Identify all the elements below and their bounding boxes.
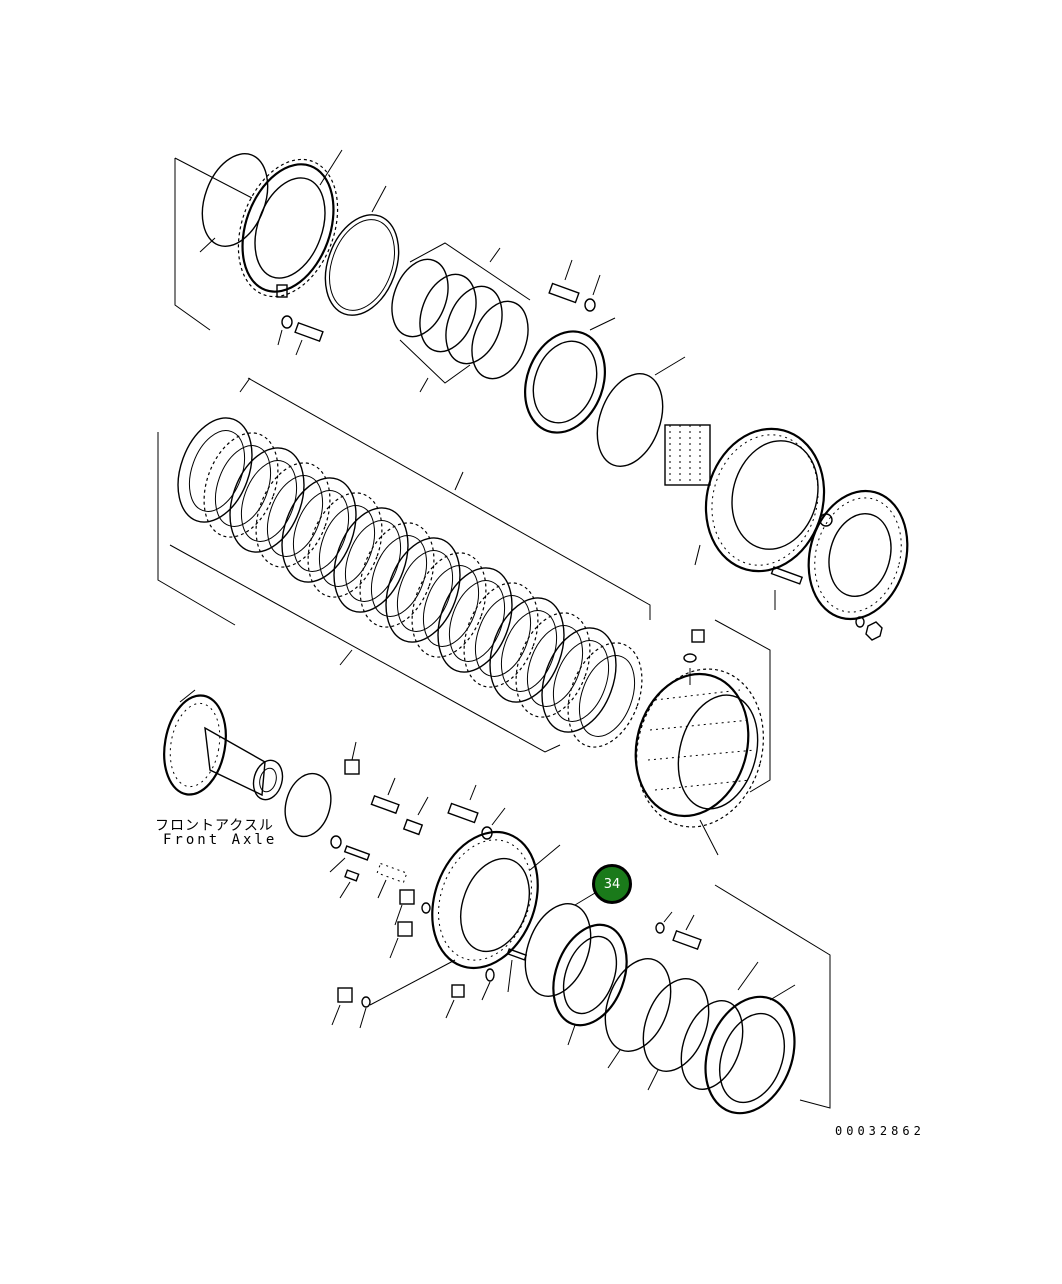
piston-part: [552, 923, 628, 1027]
splined-shaft-part: [664, 424, 711, 486]
bolt-part: [691, 629, 705, 643]
retainer-part: [524, 330, 606, 434]
seal-part: [471, 300, 529, 380]
clutch-disc-part: [437, 567, 513, 673]
o-ring-part: [330, 835, 342, 849]
top-assembly: [174, 149, 686, 467]
clutch-disc-bore: [552, 640, 610, 722]
clutch-disc-bore: [500, 610, 558, 692]
clutch-disc-bore: [396, 550, 454, 632]
seal-part: [419, 273, 477, 353]
clutch-disc-part: [333, 507, 409, 613]
clutch-disc-part: [307, 492, 383, 598]
brake-piston-group: [524, 884, 831, 1115]
clutch-disc-pack: [157, 377, 651, 753]
clutch-disc-bore: [422, 565, 480, 647]
bolt-part: [447, 802, 479, 824]
carrier-housing-part: [704, 427, 826, 573]
fitting-part: [344, 759, 360, 775]
clutch-disc-bore: [448, 580, 506, 662]
washer-part: [584, 298, 596, 312]
o-ring-part: [421, 902, 431, 914]
seal-part: [445, 285, 503, 365]
o-ring-part: [680, 1000, 744, 1090]
fitting-part: [402, 818, 424, 836]
drawing-number: 00032862: [835, 1124, 925, 1138]
brake-cover-part: [704, 995, 796, 1115]
clutch-disc-bore: [188, 430, 246, 512]
clutch-disc-bore: [526, 625, 584, 707]
clutch-disc-bore: [266, 475, 324, 557]
part-callout-34[interactable]: 34: [592, 864, 632, 904]
o-ring-part: [485, 968, 495, 982]
bolt-part: [294, 321, 324, 343]
ring-gear-assembly: [634, 629, 764, 856]
clutch-disc-part: [541, 627, 617, 733]
clutch-disc-part: [489, 597, 565, 703]
clutch-disc-bore: [292, 490, 350, 572]
o-ring-part: [596, 373, 664, 467]
clutch-disc-bore: [474, 595, 532, 677]
pin-part: [770, 566, 804, 585]
clutch-disc-bore: [318, 505, 376, 587]
clutch-disc-part: [359, 522, 435, 628]
clutch-disc-bore: [370, 535, 428, 617]
o-ring-part: [324, 214, 400, 316]
clutch-disc-bore: [240, 460, 298, 542]
fitting-part: [399, 889, 415, 905]
nut-part: [865, 621, 883, 641]
washer-part: [655, 922, 665, 934]
spring-part: [376, 862, 408, 884]
ring-gear-part: [634, 672, 750, 818]
fitting-part: [370, 794, 400, 815]
axle-shaft-assembly: [163, 689, 332, 838]
clutch-disc-part: [203, 432, 279, 538]
snap-ring-part: [201, 153, 269, 247]
o-ring-part: [361, 996, 371, 1008]
brake-housing-part: [431, 830, 539, 970]
clutch-disc-part: [281, 477, 357, 583]
hub-housing-part: [241, 163, 335, 293]
washer-part: [281, 315, 293, 329]
clutch-disc-part: [515, 612, 591, 718]
seal-part: [391, 258, 449, 338]
washer-part: [855, 616, 865, 628]
o-ring-part-34: [524, 903, 592, 997]
clutch-disc-bore: [344, 520, 402, 602]
bolt-part: [337, 987, 353, 1003]
axle-shaft-part: [204, 726, 266, 797]
callout-number: 34: [603, 876, 621, 892]
bolt-part: [672, 929, 702, 951]
clutch-disc-part: [385, 537, 461, 643]
pin-part: [343, 845, 371, 861]
washer-part: [683, 653, 697, 663]
pin-part: [344, 869, 360, 882]
seal-ring-part: [642, 978, 710, 1072]
clutch-disc-part: [177, 417, 253, 523]
clutch-disc-part: [463, 582, 539, 688]
plug-part: [451, 984, 465, 998]
clutch-disc-part: [229, 447, 305, 553]
planetary-carrier-part: [807, 489, 909, 621]
clutch-disc-bore: [214, 445, 272, 527]
seal-ring-part: [604, 958, 672, 1052]
bolt-part: [548, 282, 580, 304]
carrier-assembly: [664, 424, 909, 793]
fitting-part: [397, 921, 413, 937]
bolt-part: [276, 284, 288, 298]
clutch-disc-part: [255, 462, 331, 568]
lower-assembly: [329, 741, 561, 1029]
front-axle-label-jp: フロントアクスル: [155, 818, 274, 834]
clutch-disc-part: [567, 642, 643, 748]
clutch-disc-part: [411, 552, 487, 658]
o-ring-part: [284, 772, 332, 838]
axle-flange-part: [163, 694, 227, 796]
clutch-disc-bore: [578, 655, 636, 737]
front-axle-label-en: Front Axle: [163, 832, 278, 848]
